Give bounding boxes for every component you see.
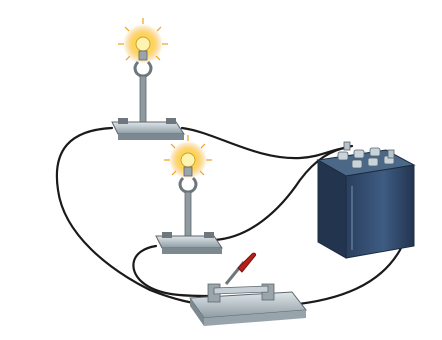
- battery-terminal-negative: [343, 141, 351, 151]
- light-bulb-top: [111, 18, 185, 140]
- wire-mid-bulb-to-battery: [212, 144, 354, 242]
- bulb-glass: [180, 152, 196, 168]
- switch-base-side: [190, 298, 204, 326]
- wire-mid-bulb-to-switch: [132, 244, 212, 298]
- bulb-base-edge: [162, 248, 222, 254]
- terminal-right: [166, 118, 176, 124]
- knife-switch: [189, 252, 307, 326]
- bulb-rays: [118, 18, 168, 61]
- bulb-holder-loop: [133, 60, 153, 78]
- bulb-holder-loop: [178, 176, 198, 194]
- terminal-left: [118, 118, 128, 124]
- switch-blade: [213, 285, 269, 295]
- light-bulb-middle: [155, 135, 223, 254]
- bulb-stand: [184, 191, 192, 237]
- battery: [316, 141, 416, 259]
- bulb-glass: [135, 36, 151, 52]
- terminal-right: [204, 232, 214, 238]
- switch-handle: [237, 252, 257, 273]
- terminal-left: [162, 232, 172, 238]
- bulb-stand: [139, 75, 147, 123]
- switch-base-front: [204, 310, 306, 326]
- bulb-socket: [183, 166, 193, 177]
- wire-top-bulb-to-battery: [180, 126, 347, 160]
- bulb-rays: [164, 135, 212, 176]
- battery-terminal-positive: [387, 149, 395, 159]
- bulb-socket: [138, 50, 148, 61]
- battery-side: [317, 159, 347, 259]
- bulb-base-edge: [118, 134, 184, 140]
- battery-front: [345, 164, 415, 259]
- wire-top-bulb-to-switch: [55, 126, 207, 306]
